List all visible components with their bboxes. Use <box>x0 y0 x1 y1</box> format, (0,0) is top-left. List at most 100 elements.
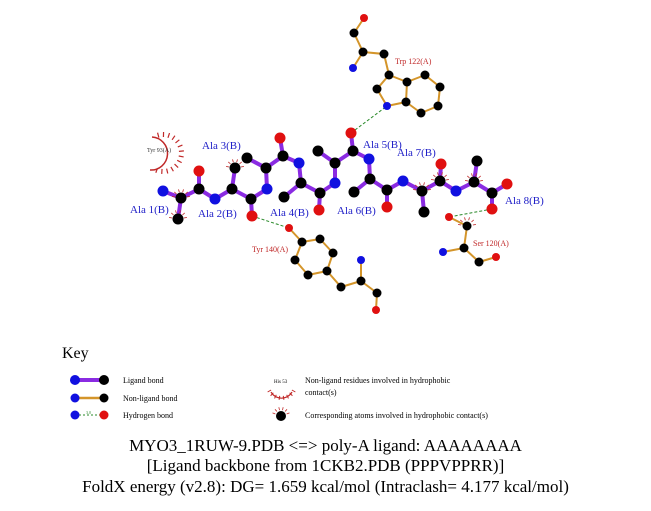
hydrophobic-spike <box>413 189 417 191</box>
residue-carbon-atom <box>328 248 338 258</box>
hydrophobic-spike <box>232 159 234 163</box>
ligand-carbon-atom <box>260 162 272 174</box>
residue-nitrogen-atom <box>357 256 365 264</box>
hydrophobic-spike <box>284 409 288 412</box>
residue-carbon-atom <box>336 282 346 292</box>
key-ligand-bond-icon <box>70 375 109 385</box>
residue-nitrogen-atom <box>383 102 391 110</box>
hydrogen-bond <box>350 105 388 134</box>
hydrophobic-spike <box>178 189 180 193</box>
ligand-carbon-atom <box>348 186 360 198</box>
ligand-oxygen-atom <box>313 204 325 216</box>
residue-carbon-atom <box>349 28 359 38</box>
hydrophobic-spike <box>465 180 469 182</box>
ligand-carbon-atom <box>347 145 359 157</box>
hydrophobic-spike <box>239 161 242 165</box>
ligand-nitrogen-atom <box>261 183 273 195</box>
footer-line-3: FoldX energy (v2.8): DG= 1.659 kcal/mol … <box>82 477 569 496</box>
hydrophobic-spike <box>166 168 169 174</box>
hydrophobic-spike <box>167 132 171 138</box>
ligand-carbon-atom <box>416 185 428 197</box>
hydrophobic-spike <box>441 172 443 176</box>
hydrophobic-spike <box>226 166 230 168</box>
hydrophobic-spike <box>278 407 280 411</box>
key-hydrophobic-arc-icon <box>267 389 296 400</box>
hydrophobic-spike <box>467 175 470 179</box>
residue-carbon-atom <box>303 270 313 280</box>
hydrophobic-spike <box>236 159 238 163</box>
ligand-carbon-atom <box>295 177 307 189</box>
hydrophobic-spike <box>282 407 284 411</box>
hydrophobic-spike <box>464 217 466 221</box>
ligand-label-ala8: Ala 8(B) <box>505 195 544 207</box>
hydrophobic-spike <box>186 196 190 198</box>
ligand-label-ala3: Ala 3(B) <box>202 140 241 152</box>
hydrophobic-spike <box>177 144 183 148</box>
hydrophobic-spike <box>274 409 278 412</box>
hydrophobic-spike <box>228 161 231 165</box>
hydrophobic-spike <box>445 179 449 181</box>
footer-line-1: MYO3_1RUW-9.PDB <=> poly-A ligand: AAAAA… <box>129 436 522 455</box>
key-hydrogen-bond-label: Hydrogen bond <box>123 411 173 420</box>
ligand-nitrogen-atom <box>209 193 221 205</box>
residue-carbon-atom <box>402 77 412 87</box>
hydrophobic-spike <box>270 392 274 397</box>
ligand-label-ala1: Ala 1(B) <box>130 204 169 216</box>
key-hydrogen-bond-icon <box>70 410 109 420</box>
atoms <box>157 14 513 314</box>
hydrophobic-spike <box>185 191 188 195</box>
residue-carbon-atom <box>384 70 394 80</box>
ligand-carbon-atom <box>486 187 498 199</box>
ligand-carbon-atom <box>175 192 187 204</box>
hydrophobic-spike <box>468 217 470 221</box>
hydrophobic-spike <box>458 224 462 226</box>
residue-oxygen-atom <box>372 306 380 314</box>
hydrophobic-contact-marks <box>169 159 483 226</box>
ligand-carbon-atom <box>241 152 253 164</box>
ligand-carbon-atom <box>278 191 290 203</box>
ligand-carbon-atom <box>226 183 238 195</box>
key-hydrophobic-atoms-label: Corresponding atoms involved in hydropho… <box>305 411 488 420</box>
ligand-carbon-atom <box>381 184 393 196</box>
hydrophobic-spike <box>182 189 184 193</box>
hydrophobic-spike <box>419 182 421 186</box>
key-hbond-distance: 3.0 <box>86 410 91 415</box>
ligand-carbon-atom <box>468 176 480 188</box>
ligand-label-ala4: Ala 4(B) <box>270 207 309 219</box>
ligand-nitrogen-atom <box>293 157 305 169</box>
ligand-carbon-atom <box>314 187 326 199</box>
residue-nitrogen-atom <box>439 248 447 256</box>
hydrophobic-spike <box>289 392 293 397</box>
ligand-nitrogen-atom <box>397 175 409 187</box>
residue-carbon-atom <box>372 288 382 298</box>
residue-carbon-atom <box>459 243 469 253</box>
hydrophobic-spike <box>170 166 174 172</box>
ligand-nitrogen-atom <box>363 153 375 165</box>
ligand-nitrogen-atom <box>329 177 341 189</box>
residue-carbon-atom <box>379 49 389 59</box>
hydrophobic-spike <box>174 191 177 195</box>
key-ligand-bond-label: Ligand bond <box>123 376 164 385</box>
hydrophobic-spike <box>291 389 296 393</box>
key-hydrophobic-residues-label-2: contact(s) <box>305 388 337 397</box>
residue-carbon-atom <box>297 237 307 247</box>
ligand-nitrogen-atom <box>450 185 462 197</box>
hydrophobic-spike <box>183 217 187 219</box>
ligand-carbon-atom <box>277 150 289 162</box>
hydrophobic-spike <box>272 412 276 415</box>
key-nonligand-bond-icon <box>70 393 109 403</box>
ligand-oxygen-atom <box>345 127 357 139</box>
hydrogen-bonds <box>251 105 493 229</box>
ligand-carbon-atom <box>471 155 483 167</box>
hydrophobic-spike <box>178 150 184 152</box>
footer-line-2: [Ligand backbone from 1CKB2.PDB (PPPVPPR… <box>146 456 505 475</box>
ligand-carbon-atom <box>364 173 376 185</box>
hydrophobic-spike <box>478 175 481 179</box>
hydrophobic-spike <box>240 166 244 168</box>
residue-carbon-atom <box>420 70 430 80</box>
residue-carbon-atom <box>322 266 332 276</box>
ligand-label-ala2: Ala 2(B) <box>198 208 237 220</box>
hydrophobic-spike <box>471 173 473 177</box>
residue-carbon-atom <box>358 47 368 57</box>
